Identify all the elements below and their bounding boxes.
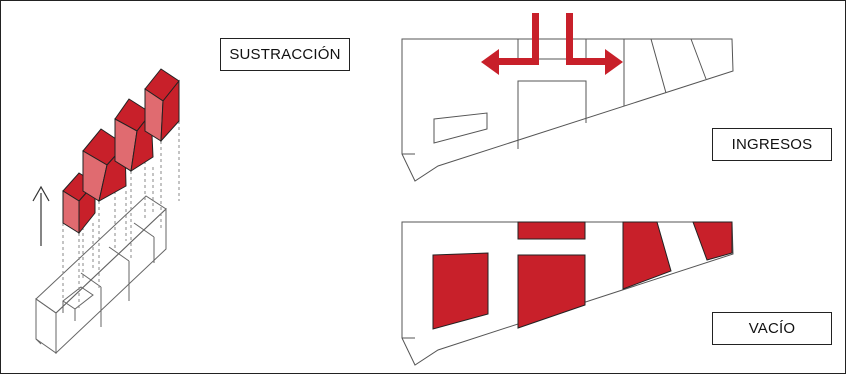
plan-small-room xyxy=(433,112,488,144)
label-ingresos: INGRESOS xyxy=(712,128,832,161)
plan-ingresos xyxy=(401,38,734,182)
void-area xyxy=(622,221,672,290)
void-area xyxy=(517,221,586,240)
base-volume xyxy=(35,195,167,355)
right-entry-arrow-icon xyxy=(566,13,623,75)
void-area xyxy=(517,254,586,329)
up-arrow-icon xyxy=(32,185,50,246)
subtracted-block xyxy=(144,68,180,143)
label-vacio: VACÍO xyxy=(712,312,832,345)
void-area xyxy=(432,252,489,330)
plan-vacio xyxy=(401,221,734,366)
subtracted-blocks xyxy=(62,68,180,235)
void-areas xyxy=(432,221,733,330)
entry-arrows xyxy=(481,13,623,75)
label-sustraccion: SUSTRACCIÓN xyxy=(220,38,350,71)
projection-lines xyxy=(62,121,180,311)
void-area xyxy=(692,221,733,261)
axonometric-view xyxy=(32,68,180,355)
left-entry-arrow-icon xyxy=(481,13,539,75)
